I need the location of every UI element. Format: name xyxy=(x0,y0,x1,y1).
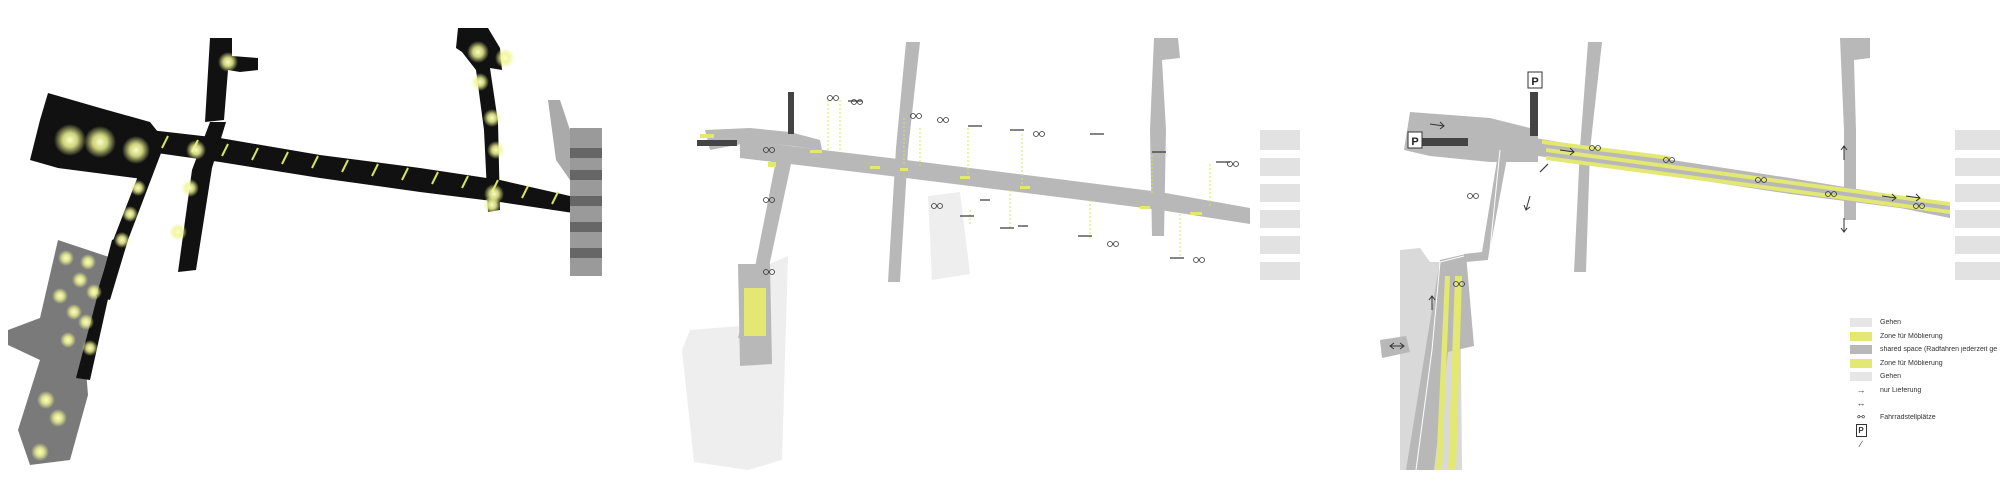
dark-block xyxy=(788,92,794,134)
traffic-arrows xyxy=(1389,121,1921,350)
benches xyxy=(848,100,1230,259)
building-light-block-2 xyxy=(928,192,970,280)
right-building-edge xyxy=(548,100,570,180)
north-street-1 xyxy=(205,38,258,122)
legend-item: ↔ xyxy=(1850,397,2000,411)
legend-label: shared space (Radfahren jederzeit ge xyxy=(1880,346,1998,354)
parking-sign-1: P xyxy=(1527,71,1543,89)
legend-item: Zone für Möblierung xyxy=(1850,357,2000,371)
dotted-guides xyxy=(827,100,1211,258)
legend: Gehen Zone für Möblierung shared space (… xyxy=(1850,316,2000,451)
swatch-shared xyxy=(1850,345,1872,355)
legend-item: ⚯ Fahrradstellplätze xyxy=(1850,411,2000,425)
legend-item: P xyxy=(1850,424,2000,438)
dark-block xyxy=(1420,138,1468,146)
lane-outline xyxy=(1415,149,1501,471)
north-street-2 xyxy=(456,28,502,212)
main-street-shared xyxy=(740,140,1250,224)
parking-label: P xyxy=(1855,424,1867,438)
right-striped-building xyxy=(1955,130,2000,280)
traffic-plan-map: P P xyxy=(1380,38,2000,471)
legend-label: Fahrradstellplätze xyxy=(1880,413,1936,421)
small-square xyxy=(1380,336,1410,358)
legend-label: nur Lieferung xyxy=(1880,386,1922,394)
legend-item: Zone für Möblierung xyxy=(1850,330,2000,344)
swatch-zone xyxy=(1850,331,1872,341)
zone-moeblierung-bands xyxy=(1436,140,1950,470)
diagonal-street-1 xyxy=(178,122,226,272)
legend-item: Gehen xyxy=(1850,316,2000,330)
bike-racks xyxy=(1453,145,1925,287)
parking-sign-2: P xyxy=(1407,131,1423,149)
north-street-2 xyxy=(1150,38,1180,236)
lighting-plan-panel xyxy=(0,0,640,500)
right-striped-building xyxy=(1260,130,1300,280)
building-light-block xyxy=(682,256,788,470)
legend-item: Gehen xyxy=(1850,370,2000,384)
arrow-both-icon: ↔ xyxy=(1856,398,1866,409)
traffic-plan-panel: P P xyxy=(1370,0,2000,500)
legend-label: Gehen xyxy=(1880,319,1902,327)
furniture-plan-map xyxy=(682,38,1300,470)
swatch-zone xyxy=(1850,358,1872,368)
parking-label: P xyxy=(1411,136,1418,148)
building-grey-block xyxy=(8,240,112,465)
right-striped-building xyxy=(570,128,602,276)
lighting-plan-map xyxy=(8,28,602,465)
legend-label: Zone für Möblierung xyxy=(1880,359,1943,367)
bike-racks xyxy=(763,95,1239,275)
bike-icon: ⚯ xyxy=(1857,411,1865,422)
swatch-gehen xyxy=(1850,318,1872,328)
dark-block xyxy=(697,140,737,146)
swatch-gehen xyxy=(1850,372,1872,382)
parking-icon: P xyxy=(1850,424,1872,438)
north-street-2 xyxy=(1840,38,1870,220)
side-street xyxy=(1464,142,1510,262)
dark-block xyxy=(1530,92,1538,136)
legend-label: Gehen xyxy=(1880,373,1902,381)
arrow-right-icon: → xyxy=(1856,384,1866,395)
legend-label: Zone für Möblierung xyxy=(1880,332,1943,340)
no-entry-icon: ∕ xyxy=(1860,438,1862,449)
parking-label: P xyxy=(1531,76,1538,88)
furniture-plan-panel xyxy=(670,0,1310,500)
legend-item: → nur Lieferung xyxy=(1850,384,2000,398)
legend-item: ∕ xyxy=(1850,438,2000,452)
furniture-zones xyxy=(700,134,1202,336)
no-entry-markers xyxy=(1539,163,1549,173)
light-glows xyxy=(31,41,515,461)
legend-item: shared space (Radfahren jederzeit ge xyxy=(1850,343,2000,357)
